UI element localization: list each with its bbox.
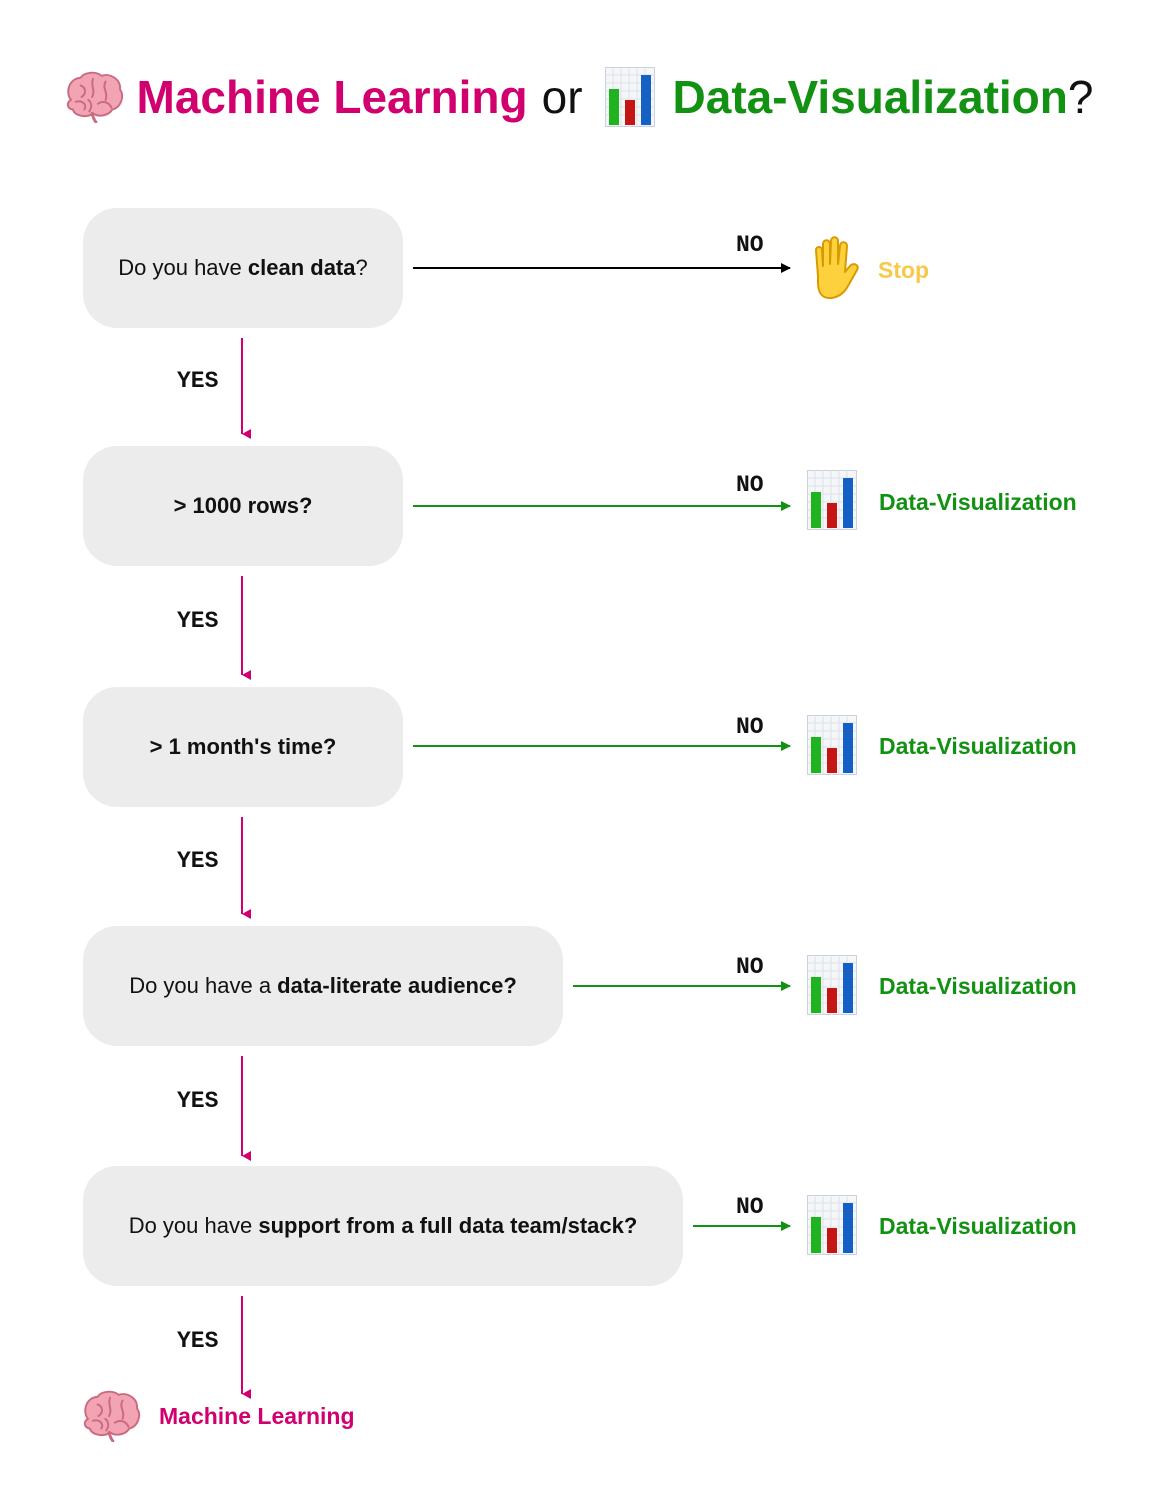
question-box-support: Do you have support from a full data tea… (83, 1166, 683, 1286)
question-box-time: > 1 month's time? (83, 687, 403, 807)
no-label: NO (736, 232, 764, 258)
yes-label: YES (177, 848, 219, 874)
bar-chart-icon (807, 470, 857, 530)
no-label: NO (736, 1194, 764, 1220)
question-bold: > 1 month's time? (149, 734, 337, 759)
outcome-machine-learning: Machine Learning (159, 1403, 355, 1429)
bar-chart-icon (807, 1195, 857, 1255)
no-label: NO (736, 714, 764, 740)
title-or: or (541, 71, 583, 123)
question-box-rows: > 1000 rows? (83, 446, 403, 566)
question-bold: support from a full data team/stack? (258, 1213, 638, 1238)
question-post: ? (355, 255, 368, 280)
outcome-data-visualization: Data-Visualization (879, 489, 1077, 515)
no-label: NO (736, 954, 764, 980)
question-box-audience: Do you have a data-literate audience? (83, 926, 563, 1046)
outcome-data-visualization: Data-Visualization (879, 973, 1077, 999)
question-box-clean-data: Do you have clean data? (83, 208, 403, 328)
question-bold: > 1000 rows? (173, 493, 313, 518)
yes-label: YES (177, 608, 219, 634)
question-bold: data-literate audience? (277, 973, 517, 998)
bar-chart-icon (807, 715, 857, 775)
question-pre: Do you have (118, 255, 248, 280)
bar-chart-icon (807, 955, 857, 1015)
yes-label: YES (177, 1088, 219, 1114)
title-machine-learning: Machine Learning (136, 71, 528, 123)
question-pre: Do you have (128, 1213, 259, 1238)
outcome-data-visualization: Data-Visualization (879, 1213, 1077, 1239)
title-question-mark: ? (1067, 71, 1094, 123)
brain-icon (80, 1390, 142, 1442)
no-label: NO (736, 472, 764, 498)
outcome-stop: Stop (878, 257, 930, 283)
page-title: Machine Learning or Data-Visualization ? (0, 62, 1156, 132)
outcome-data-visualization: Data-Visualization (879, 733, 1077, 759)
yes-label: YES (177, 1328, 219, 1354)
title-data-visualization: Data-Visualization (672, 71, 1068, 123)
question-bold: clean data (247, 255, 356, 280)
question-pre: Do you have a (129, 973, 278, 998)
raised-hand-icon (804, 236, 860, 300)
yes-label: YES (177, 368, 219, 394)
